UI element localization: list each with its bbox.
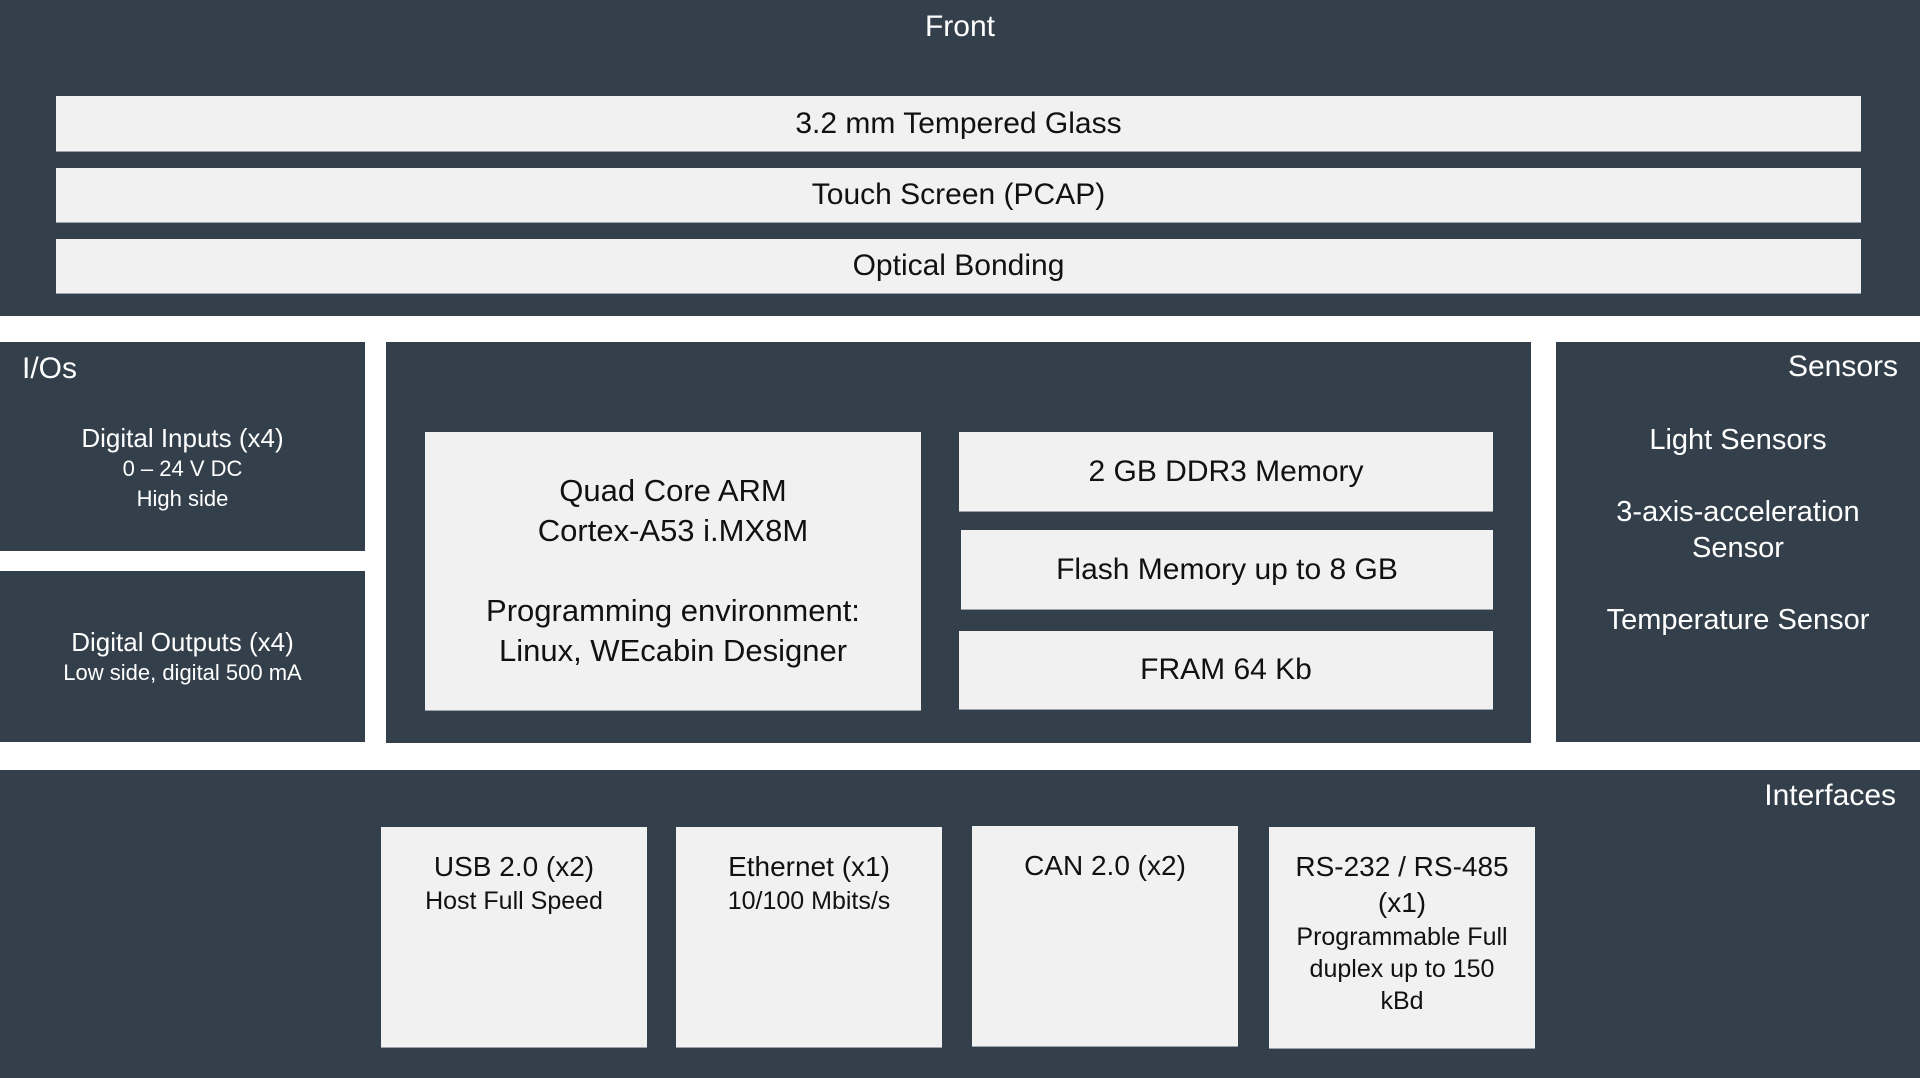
- front-section: Front 3.2 mm Tempered Glass Touch Screen…: [0, 0, 1920, 316]
- sensor-temperature: Temperature Sensor: [1606, 604, 1870, 636]
- cpu-env-label: Programming environment:: [486, 593, 860, 628]
- interface-can-label: CAN 2.0 (x2): [1024, 850, 1186, 881]
- digital-outputs: Digital Outputs (x4) Low side, digital 5…: [0, 571, 365, 742]
- cpu-box: Quad Core ARM Cortex-A53 i.MX8M Programm…: [425, 432, 921, 711]
- sensor-light: Light Sensors: [1649, 424, 1827, 456]
- memory-flash: Flash Memory up to 8 GB: [961, 530, 1493, 610]
- interface-usb: USB 2.0 (x2) Host Full Speed: [381, 827, 647, 1048]
- interfaces-title: Interfaces: [1764, 779, 1896, 812]
- interface-rs-detail: Programmable Full duplex up to 150 kBd: [1296, 923, 1508, 1015]
- ios-title: I/Os: [22, 352, 78, 385]
- sensors-section: Sensors Light Sensors 3-axis-acceleratio…: [1556, 342, 1920, 742]
- cpu-env-value: Linux, WEcabin Designer: [498, 633, 848, 668]
- interface-usb-label: USB 2.0 (x2): [433, 851, 595, 882]
- interface-ethernet-detail: 10/100 Mbits/s: [727, 887, 891, 915]
- front-layer-bonding: Optical Bonding: [56, 239, 1861, 294]
- front-layer-glass: 3.2 mm Tempered Glass: [56, 96, 1861, 152]
- digital-inputs: Digital Inputs (x4) 0 – 24 V DC High sid…: [0, 422, 365, 514]
- memory-fram: FRAM 64 Kb: [959, 631, 1493, 710]
- front-layer-touch: Touch Screen (PCAP): [56, 168, 1861, 223]
- sensors-title: Sensors: [1787, 350, 1898, 383]
- cpu-line2: Cortex-A53 i.MX8M: [537, 513, 809, 548]
- interfaces-section: Interfaces USB 2.0 (x2) Host Full Speed …: [0, 770, 1920, 1078]
- digital-inputs-side: High side: [136, 486, 229, 511]
- interface-can: CAN 2.0 (x2): [972, 826, 1238, 1047]
- core-section: Quad Core ARM Cortex-A53 i.MX8M Programm…: [386, 342, 1531, 743]
- digital-outputs-detail: Low side, digital 500 mA: [63, 659, 302, 685]
- interface-ethernet: Ethernet (x1) 10/100 Mbits/s: [676, 827, 942, 1048]
- sensors-list: Light Sensors 3-axis-acceleration Sensor…: [1556, 422, 1920, 674]
- interface-rs-label: RS-232 / RS-485 (x1): [1295, 851, 1509, 918]
- interface-usb-detail: Host Full Speed: [425, 887, 603, 915]
- memory-ddr3: 2 GB DDR3 Memory: [959, 432, 1493, 512]
- front-title: Front: [924, 10, 996, 43]
- digital-inputs-range: 0 – 24 V DC: [122, 456, 243, 481]
- cpu-line1: Quad Core ARM: [559, 473, 787, 508]
- sensor-acceleration: 3-axis-acceleration Sensor: [1616, 496, 1860, 564]
- digital-outputs-label: Digital Outputs (x4): [71, 626, 294, 657]
- digital-inputs-label: Digital Inputs (x4): [81, 423, 284, 453]
- interface-rs: RS-232 / RS-485 (x1) Programmable Full d…: [1269, 827, 1535, 1049]
- ios-section: I/Os Digital Inputs (x4) 0 – 24 V DC Hig…: [0, 342, 365, 551]
- interface-ethernet-label: Ethernet (x1): [728, 851, 890, 882]
